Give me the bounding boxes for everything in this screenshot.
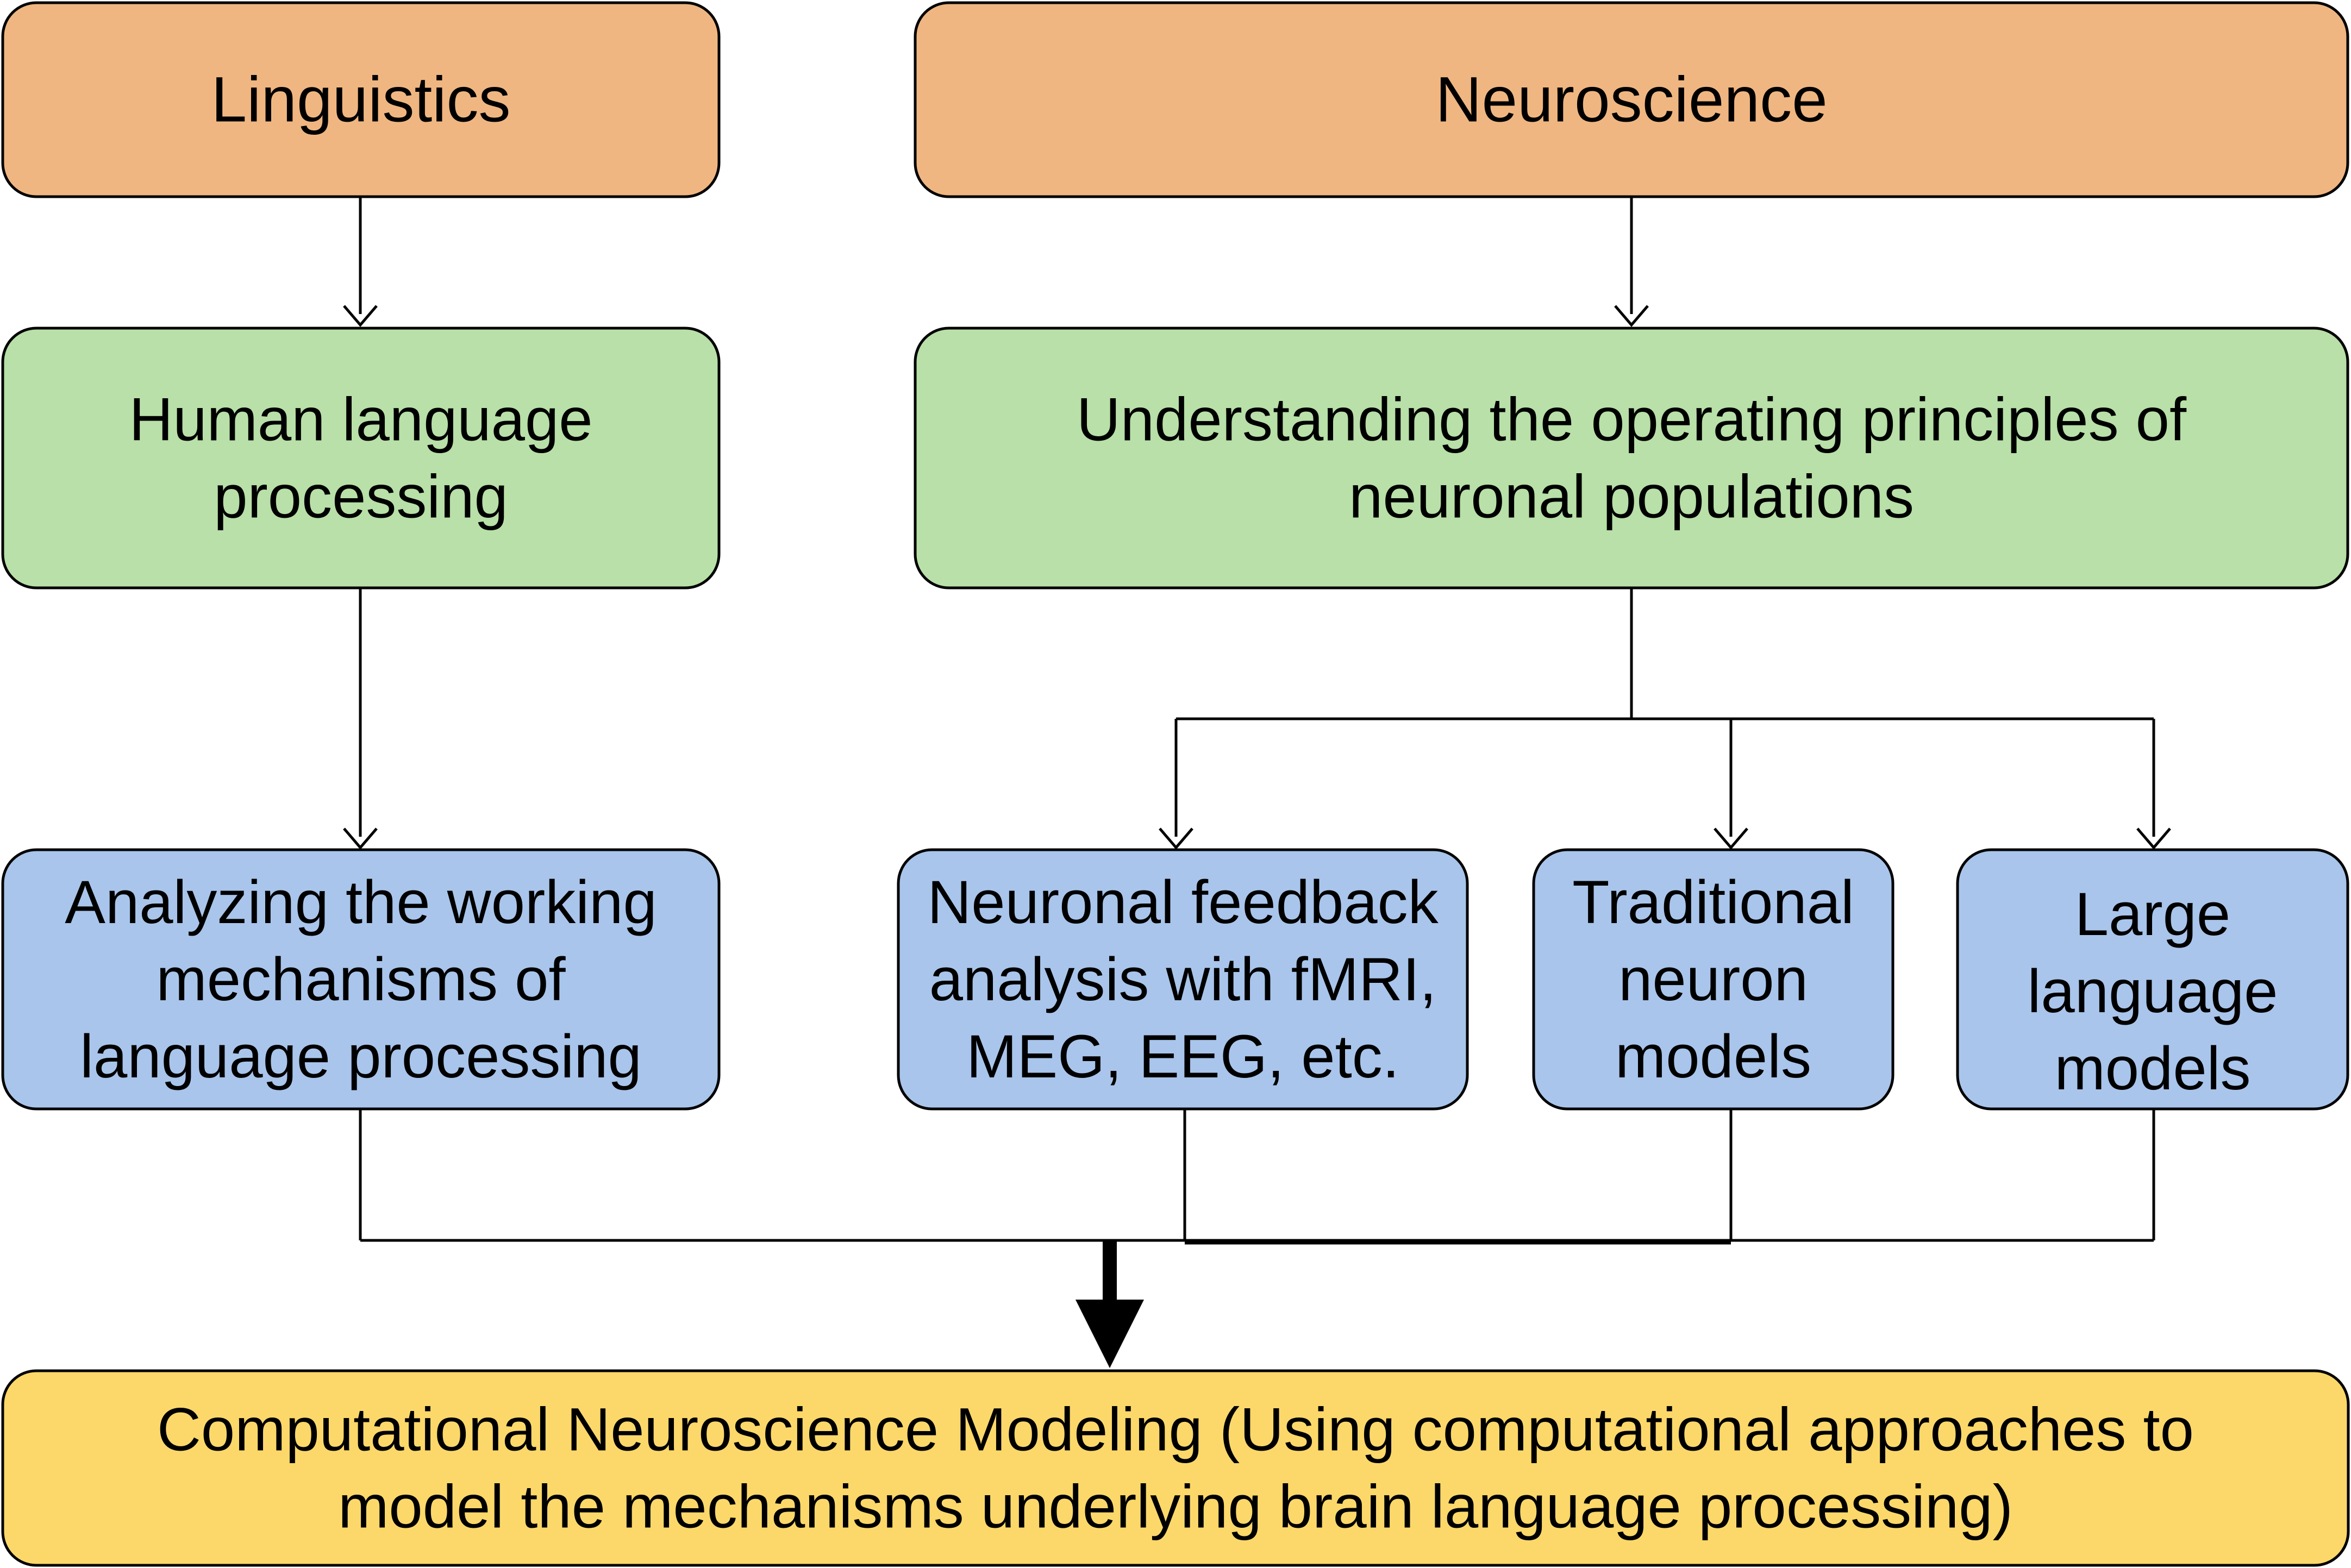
node-label-line: language processing xyxy=(80,1023,642,1090)
node-box xyxy=(1,1,721,198)
node-label-line: MEG, EEG, etc. xyxy=(966,1023,1399,1090)
node-linguistics: Linguistics xyxy=(1,1,721,198)
node-label-line: language xyxy=(2028,957,2278,1025)
node-label-line: models xyxy=(1615,1023,1811,1090)
node-box xyxy=(1,848,721,1111)
node-label-line: Computational Neuroscience Modeling (Usi… xyxy=(157,1396,2194,1464)
node-label-line: Linguistics xyxy=(211,64,511,136)
node-box xyxy=(897,848,1469,1111)
arrowhead xyxy=(1714,827,1748,850)
node-feedback: Neuronal feedback analysis with fMRI, MEG,… xyxy=(897,848,1469,1111)
arrowhead xyxy=(343,827,378,850)
arrowhead xyxy=(1614,305,1649,327)
node-computational: Computational Neuroscience Modeling (Usi… xyxy=(1,1369,2350,1567)
node-label-line: Traditional xyxy=(1572,868,1854,936)
node-box xyxy=(1956,848,2349,1111)
arrowhead xyxy=(2136,827,2171,850)
node-llm: Large language models xyxy=(1956,848,2349,1111)
node-label-line: Analyzing the working xyxy=(65,868,656,936)
node-box xyxy=(914,327,2349,589)
node-label-line: mechanisms of xyxy=(156,945,566,1013)
node-label-line: Neuroscience xyxy=(1435,64,1827,136)
node-box xyxy=(1532,848,1894,1111)
node-box xyxy=(914,1,2349,198)
node-operating-principles: Understanding the operating principles o… xyxy=(914,327,2349,589)
node-label-line: Human language xyxy=(129,386,592,454)
node-human-language: Human language processing xyxy=(1,327,721,589)
node-analyzing: Analyzing the working mechanisms of langua… xyxy=(1,848,721,1111)
node-label-line: models xyxy=(2054,1034,2250,1102)
node-label-line: neuronal populations xyxy=(1349,463,1914,531)
node-box xyxy=(1,1369,2350,1567)
thick-arrowhead xyxy=(1076,1300,1144,1368)
node-label-line: processing xyxy=(214,463,508,531)
node-neuroscience: Neuroscience xyxy=(914,1,2349,198)
node-box xyxy=(1,327,721,589)
node-label-line: analysis with fMRI, xyxy=(929,945,1437,1013)
node-label-line: model the mechanisms underlying brain la… xyxy=(338,1473,2013,1541)
node-label-line: neuron xyxy=(1618,945,1808,1013)
arrowhead xyxy=(343,305,378,327)
node-label-line: Understanding the operating principles o… xyxy=(1077,386,2187,454)
node-traditional: Traditional neuron models xyxy=(1532,848,1894,1111)
node-label-line: Large xyxy=(2075,880,2230,948)
connectors xyxy=(343,198,2171,1245)
node-label-line: Neuronal feedback xyxy=(927,868,1439,936)
arrowhead xyxy=(1159,827,1193,850)
